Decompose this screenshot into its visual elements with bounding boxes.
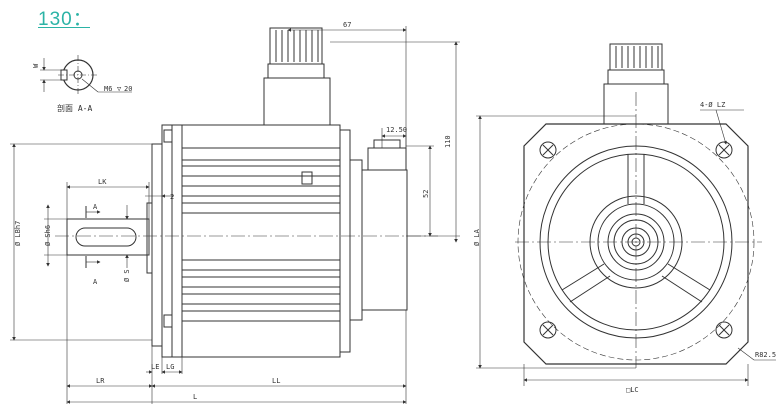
- section-view: [40, 55, 132, 95]
- dim-ll: LL: [272, 377, 280, 385]
- thread-symbol-icon: ▽: [117, 85, 122, 93]
- dim-r: R82.5: [755, 351, 776, 359]
- thread-label: M6: [104, 85, 112, 93]
- dim-lr: LR: [96, 377, 105, 385]
- dim-2: 2: [170, 193, 174, 201]
- section-mark-a-bottom: A: [93, 278, 98, 286]
- title-underline: [38, 27, 90, 28]
- dim-lc: □LC: [626, 386, 639, 394]
- page-title: 130：: [38, 9, 93, 30]
- dim-52: 52: [422, 190, 430, 198]
- front-dimension-lines: [476, 109, 776, 386]
- thread-depth-label: 20: [124, 85, 132, 93]
- front-view: [515, 43, 762, 368]
- dim-l: L: [193, 393, 197, 401]
- dim-sh6: Ø Sh6: [44, 225, 52, 246]
- section-mark-a-top: A: [93, 203, 98, 211]
- key-width-label: W: [32, 63, 40, 68]
- section-label: 剖面 A-A: [57, 103, 92, 113]
- dim-67: 67: [343, 21, 351, 29]
- dim-12-5: 12.50: [386, 126, 407, 134]
- dim-la: Ø LA: [473, 228, 481, 246]
- dim-lg: LG: [166, 363, 174, 371]
- dim-110: 110: [444, 135, 452, 148]
- dim-holes: 4-Ø LZ: [700, 101, 725, 109]
- side-dimension-lines: [10, 26, 460, 404]
- dim-lk: LK: [98, 178, 107, 186]
- side-view: [55, 27, 438, 358]
- dim-s: Ø S: [123, 269, 131, 282]
- dim-le: LE: [151, 363, 159, 371]
- dim-lbh7: Ø LBh7: [14, 221, 22, 246]
